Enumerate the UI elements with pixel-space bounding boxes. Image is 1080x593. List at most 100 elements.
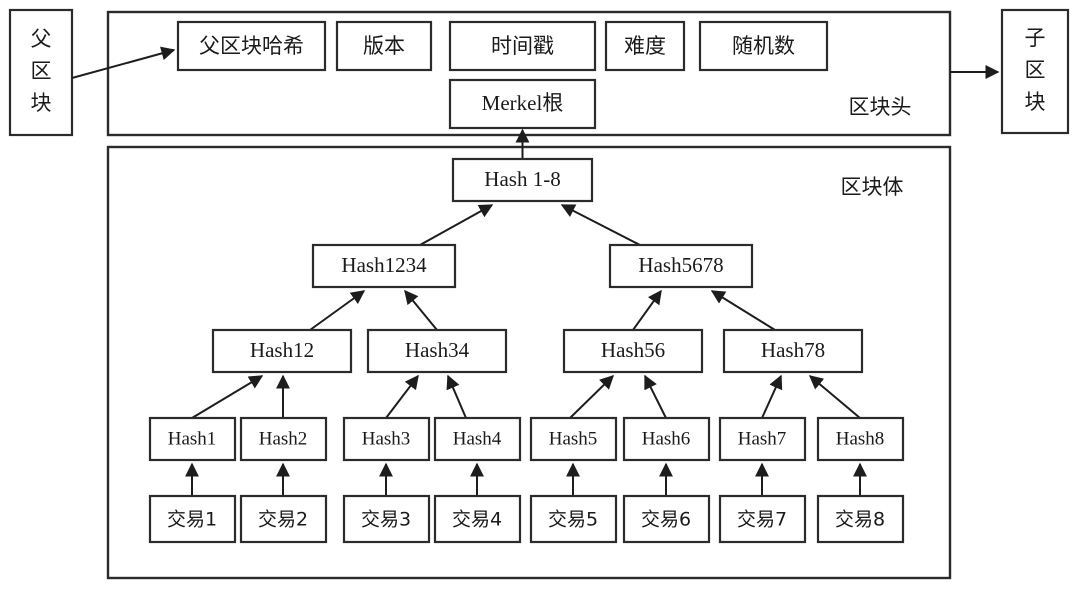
block-body-region-label: 区块体 <box>841 175 904 199</box>
hash-5678-box <box>608 243 754 289</box>
nonce-box <box>698 20 829 72</box>
merkle-root-box <box>448 78 597 130</box>
parent-block-node: 父 区 块 <box>8 8 74 137</box>
transaction-node-tx-1: 交易1 <box>148 494 237 544</box>
header-field-timestamp: 时间戳 <box>448 20 597 72</box>
merkle-node-hash-78: Hash78 <box>722 328 864 374</box>
hash-3-box <box>342 416 431 462</box>
tx-8-label: 交易8 <box>835 509 885 531</box>
header-field-difficulty: 难度 <box>604 20 686 72</box>
difficulty-label: 难度 <box>624 34 666 58</box>
hash-5-box <box>529 416 618 462</box>
hash-6-box <box>622 416 711 462</box>
merkle-leaf-hash-6: Hash6 <box>622 416 711 462</box>
tx-8-box <box>816 494 905 544</box>
merkle-node-hash-5678: Hash5678 <box>608 243 754 289</box>
hash-12-label: Hash12 <box>250 338 314 362</box>
edge-hash7-to-hash78 <box>761 374 783 419</box>
hash-12-box <box>211 328 353 374</box>
hash-4-label: Hash4 <box>453 428 502 449</box>
hash-2-box <box>239 416 328 462</box>
hash-8-label: Hash8 <box>836 428 885 449</box>
hash-8-box <box>816 416 905 462</box>
hash-34-box <box>366 328 508 374</box>
merkle-leaf-hash-7: Hash7 <box>718 416 807 462</box>
merkle-leaf-hash-1: Hash1 <box>148 416 237 462</box>
hash-78-box <box>722 328 864 374</box>
tx-1-box <box>148 494 237 544</box>
hash-56-box <box>562 328 704 374</box>
transaction-node-tx-8: 交易8 <box>816 494 905 544</box>
merkle-leaf-hash-2: Hash2 <box>239 416 328 462</box>
hash-34-label: Hash34 <box>405 338 470 362</box>
header-field-nonce: 随机数 <box>698 20 829 72</box>
merkle-root-label: Merkel根 <box>482 91 564 115</box>
transaction-node-tx-4: 交易4 <box>433 494 522 544</box>
edge-hash8-to-hash78 <box>808 375 861 419</box>
tx-4-box <box>433 494 522 544</box>
edge-hash1-to-hash12 <box>191 375 264 419</box>
header-field-merkle-root: Merkel根 <box>448 78 597 130</box>
transaction-node-tx-3: 交易3 <box>342 494 431 544</box>
tx-2-box <box>239 494 328 544</box>
transaction-node-tx-2: 交易2 <box>239 494 328 544</box>
tx-4-label: 交易4 <box>452 509 502 531</box>
hash-78-label: Hash78 <box>761 338 825 362</box>
transaction-node-tx-5: 交易5 <box>529 494 618 544</box>
prev-block-hash-label: 父区块哈希 <box>199 34 304 58</box>
edge-parent-to-prev-hash <box>71 46 176 79</box>
header-field-prev-block-hash: 父区块哈希 <box>176 20 327 72</box>
parent-block-box <box>8 8 74 137</box>
version-label: 版本 <box>363 34 405 58</box>
hash-1-label: Hash1 <box>168 428 217 449</box>
tx-5-box <box>529 494 618 544</box>
merkle-leaf-hash-4: Hash4 <box>433 416 522 462</box>
block-header-region-label: 区块头 <box>849 95 912 119</box>
tx-6-label: 交易6 <box>641 509 691 531</box>
merkle-node-hash-1234: Hash1234 <box>311 243 457 289</box>
tx-2-label: 交易2 <box>258 509 308 531</box>
tx-6-box <box>622 494 711 544</box>
tx-7-label: 交易7 <box>737 509 787 531</box>
tx-3-label: 交易3 <box>361 509 411 531</box>
merkle-leaf-hash-8: Hash8 <box>816 416 905 462</box>
hash-5-label: Hash5 <box>549 428 598 449</box>
child-block-box <box>1000 8 1070 135</box>
hash-7-box <box>718 416 807 462</box>
hash-6-label: Hash6 <box>642 428 691 449</box>
edge-hash34-to-hash1234 <box>404 289 438 331</box>
hash-3-label: Hash3 <box>362 428 411 449</box>
edge-hash4-to-hash34 <box>446 374 467 419</box>
transaction-node-tx-6: 交易6 <box>622 494 711 544</box>
tx-5-label: 交易5 <box>548 509 598 531</box>
hash-1234-label: Hash1234 <box>341 253 427 277</box>
hash-5678-label: Hash5678 <box>638 253 723 277</box>
child-block-node: 子 区 块 <box>1000 8 1070 135</box>
child-block-char-1: 区 <box>1025 58 1046 82</box>
parent-block-char-0: 父 <box>31 27 52 51</box>
merkle-node-hash-34: Hash34 <box>366 328 508 374</box>
edge-hash12-to-hash1234 <box>309 290 366 331</box>
timestamp-label: 时间戳 <box>491 34 554 58</box>
child-block-char-0: 子 <box>1025 26 1046 50</box>
header-field-version: 版本 <box>335 20 433 72</box>
nonce-label: 随机数 <box>732 34 795 58</box>
hash-7-label: Hash7 <box>738 428 787 449</box>
version-box <box>335 20 433 72</box>
parent-block-char-2: 块 <box>31 91 52 115</box>
merkle-node-hash-1-8: Hash 1-8 <box>451 157 594 203</box>
tx-7-box <box>718 494 807 544</box>
tx-1-label: 交易1 <box>167 509 217 531</box>
edge-hash1234-to-root <box>419 204 494 246</box>
merkle-node-hash-12: Hash12 <box>211 328 353 374</box>
hash-1-box <box>148 416 237 462</box>
hash-2-label: Hash2 <box>259 428 308 449</box>
edge-hash5678-to-root <box>560 204 641 246</box>
edge-hash5-to-hash56 <box>569 375 615 419</box>
difficulty-box <box>604 20 686 72</box>
hash-56-label: Hash56 <box>601 338 665 362</box>
hash-1-8-box <box>451 157 594 203</box>
transaction-node-tx-7: 交易7 <box>718 494 807 544</box>
hash-1234-box <box>311 243 457 289</box>
